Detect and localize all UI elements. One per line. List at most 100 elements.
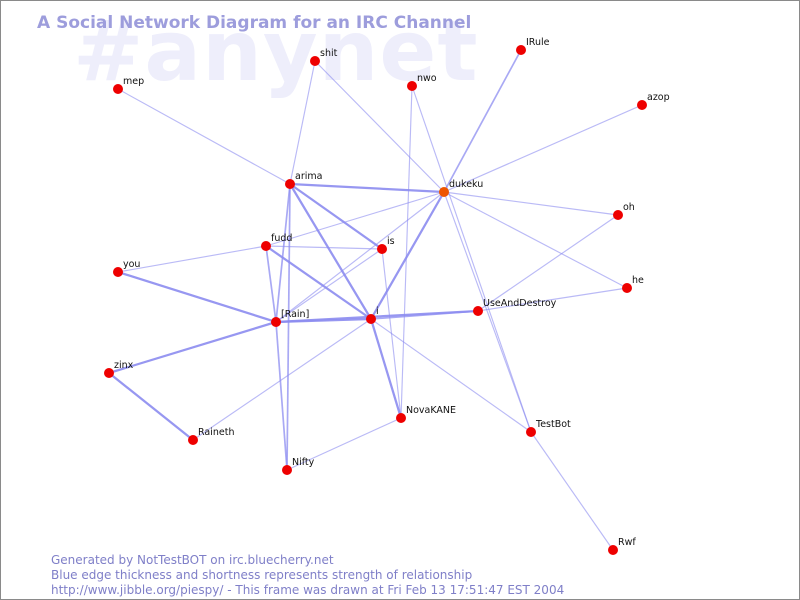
node-label: mep (123, 76, 144, 87)
edge-fudd-is (265, 245, 383, 250)
node-dot (439, 187, 449, 197)
node-oh: oh (613, 202, 635, 220)
diagram-title: A Social Network Diagram for an IRC Chan… (37, 13, 472, 33)
node-label: [Rain] (281, 309, 309, 320)
edge-arima-i (289, 183, 372, 320)
edge-is-rain (275, 248, 383, 323)
node-dot (473, 306, 483, 316)
footer-generated-by: Generated by NotTestBOT on irc.bluecherr… (51, 553, 334, 567)
node-dot (366, 314, 376, 324)
edge-dukeku-oh (443, 191, 619, 216)
node-dot (188, 435, 198, 445)
node-arima: arima (285, 171, 322, 189)
edge-i-novakane (369, 318, 403, 419)
node-raineth: Raineth (188, 427, 234, 445)
footer-legend: Blue edge thickness and shortness repres… (51, 568, 473, 582)
edge-shit-arima (289, 60, 316, 185)
node-label: fudd (271, 233, 292, 244)
node-fudd: fudd (261, 233, 292, 251)
edge-dukeku-rain (275, 191, 445, 323)
node-rain: [Rain] (271, 309, 309, 327)
node-dot (271, 317, 281, 327)
node-label: IRule (526, 37, 550, 48)
node-dot (310, 56, 320, 66)
node-dot (113, 267, 123, 277)
edge-arima-nifty (286, 183, 291, 471)
edge-fudd-you (117, 245, 267, 273)
node-is: is (377, 236, 395, 254)
node-dot (608, 545, 618, 555)
node-dot (104, 368, 114, 378)
edge-mep-arima (117, 88, 291, 185)
edge-useanddestroy-i (370, 310, 479, 320)
node-rwf: Rwf (608, 537, 636, 555)
edge-arima-dukeku (289, 182, 445, 194)
edge-azop-dukeku (443, 104, 643, 193)
node-label: Raineth (198, 427, 234, 438)
edge-useanddestroy-he (477, 287, 628, 312)
edge-testbot-rwf (530, 431, 614, 551)
edge-fudd-i (265, 245, 372, 320)
node-useanddestroy: UseAndDestroy (473, 298, 557, 316)
edge-fudd-rain (265, 245, 277, 323)
node-he: he (622, 275, 644, 293)
edge-rain-i (275, 317, 372, 324)
node-label: Rwf (618, 537, 636, 548)
node-dot (377, 244, 387, 254)
node-label: NovaKANE (406, 405, 456, 416)
node-mep: mep (113, 76, 144, 94)
edge-zinx-raineth (108, 372, 194, 441)
edge-irule-dukeku (443, 49, 522, 193)
node-label: is (387, 236, 395, 247)
edge-rain-zinx (108, 320, 277, 375)
edge-useanddestroy-oh (477, 214, 619, 312)
node-nwo: nwo (407, 73, 437, 91)
node-label: shit (320, 48, 338, 59)
node-dot (637, 100, 647, 110)
edge-arima-is (289, 183, 383, 250)
edge-dukeku-i (370, 191, 445, 320)
node-label: Nifty (292, 457, 315, 468)
edge-nwo-novakane (400, 85, 413, 419)
node-dot (261, 241, 271, 251)
node-shit: shit (310, 48, 338, 66)
node-label: TestBot (535, 419, 571, 430)
edge-shit-dukeku (314, 60, 445, 193)
node-dot (282, 465, 292, 475)
node-i: i (366, 306, 379, 324)
node-label: nwo (417, 73, 437, 84)
edge-i-testbot (370, 318, 532, 433)
nodes-layer: shit IRule mep nwo azop arima dukeku oh fudd is yo… (104, 37, 670, 555)
node-label: you (123, 259, 140, 270)
node-dot (407, 81, 417, 91)
node-label: zinx (114, 360, 134, 371)
node-azop: azop (637, 92, 670, 110)
node-testbot: TestBot (526, 419, 571, 437)
node-label: he (632, 275, 644, 286)
edge-dukeku-he (443, 191, 628, 289)
edge-rain-nifty (275, 321, 288, 471)
node-irule: IRule (516, 37, 550, 55)
edge-dukeku-fudd (265, 191, 445, 247)
node-label: UseAndDestroy (483, 298, 557, 309)
node-dot (396, 413, 406, 423)
node-label: i (376, 306, 379, 317)
node-dot (516, 45, 526, 55)
node-you: you (113, 259, 140, 277)
edge-arima-rain (275, 183, 291, 323)
edge-nwo-testbot (411, 85, 532, 433)
edge-you-rain (117, 270, 277, 324)
node-zinx: zinx (104, 360, 134, 378)
footer-url-timestamp: http://www.jibble.org/piespy/ - This fra… (51, 583, 565, 597)
node-dot (285, 179, 295, 189)
node-dukeku: dukeku (439, 179, 483, 197)
edge-novakane-nifty (286, 417, 402, 471)
edges-layer (108, 49, 643, 551)
node-label: arima (295, 171, 322, 182)
node-dot (113, 84, 123, 94)
node-dot (613, 210, 623, 220)
node-label: dukeku (449, 179, 483, 190)
edge-i-raineth (192, 318, 372, 441)
node-dot (526, 427, 536, 437)
